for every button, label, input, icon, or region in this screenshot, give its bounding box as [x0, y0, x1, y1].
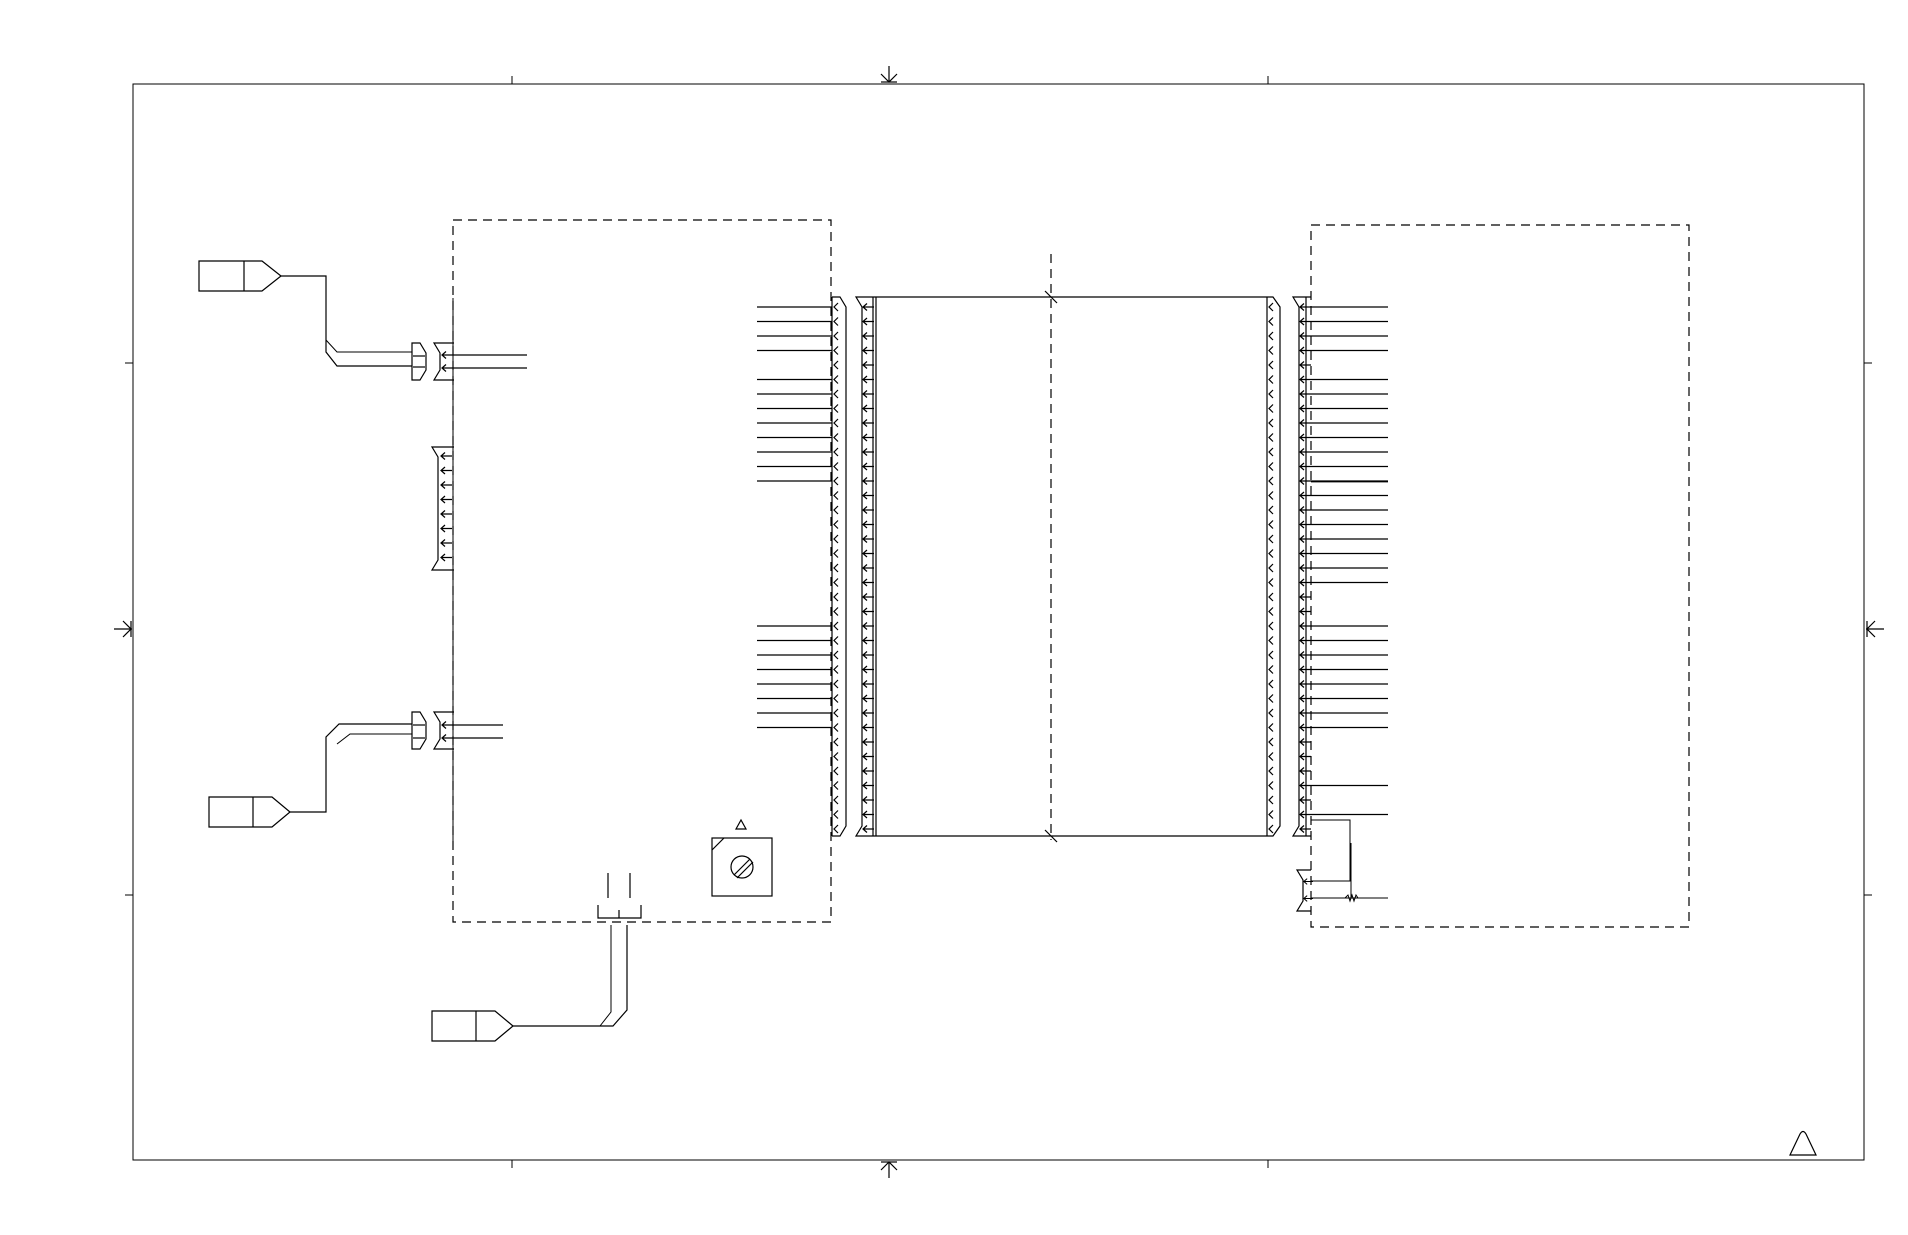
left-bus-connector	[831, 296, 847, 837]
sheet-border	[125, 76, 1872, 1168]
connector-left-middle	[430, 446, 454, 571]
right-unit-wires	[1311, 306, 1388, 816]
centering-marks	[114, 66, 1884, 1178]
left-unit-wires	[757, 306, 832, 729]
plug-top-left	[198, 260, 412, 367]
connector-left-upper	[411, 342, 527, 381]
resistor-icon	[1344, 893, 1359, 903]
plug-bottom-left	[208, 723, 412, 828]
plug-bottom-center	[431, 925, 628, 1042]
centering-mark-right	[1866, 620, 1884, 638]
left-unit-outline	[452, 219, 832, 923]
harness-left-connector	[854, 296, 876, 837]
ribbon-harness	[875, 254, 1268, 843]
connector-right-small	[1295, 819, 1388, 912]
right-unit-outline	[1310, 224, 1690, 928]
rotary-switch	[711, 818, 773, 897]
centering-mark-top	[880, 66, 898, 83]
right-bus-connector	[1291, 296, 1311, 837]
jumper-terminal	[597, 873, 642, 919]
revision-triangle	[1789, 1130, 1817, 1156]
centering-mark-left	[114, 620, 132, 638]
centering-mark-bottom	[880, 1161, 898, 1178]
harness-right-connector	[1267, 296, 1281, 837]
connector-left-lower	[411, 711, 503, 750]
